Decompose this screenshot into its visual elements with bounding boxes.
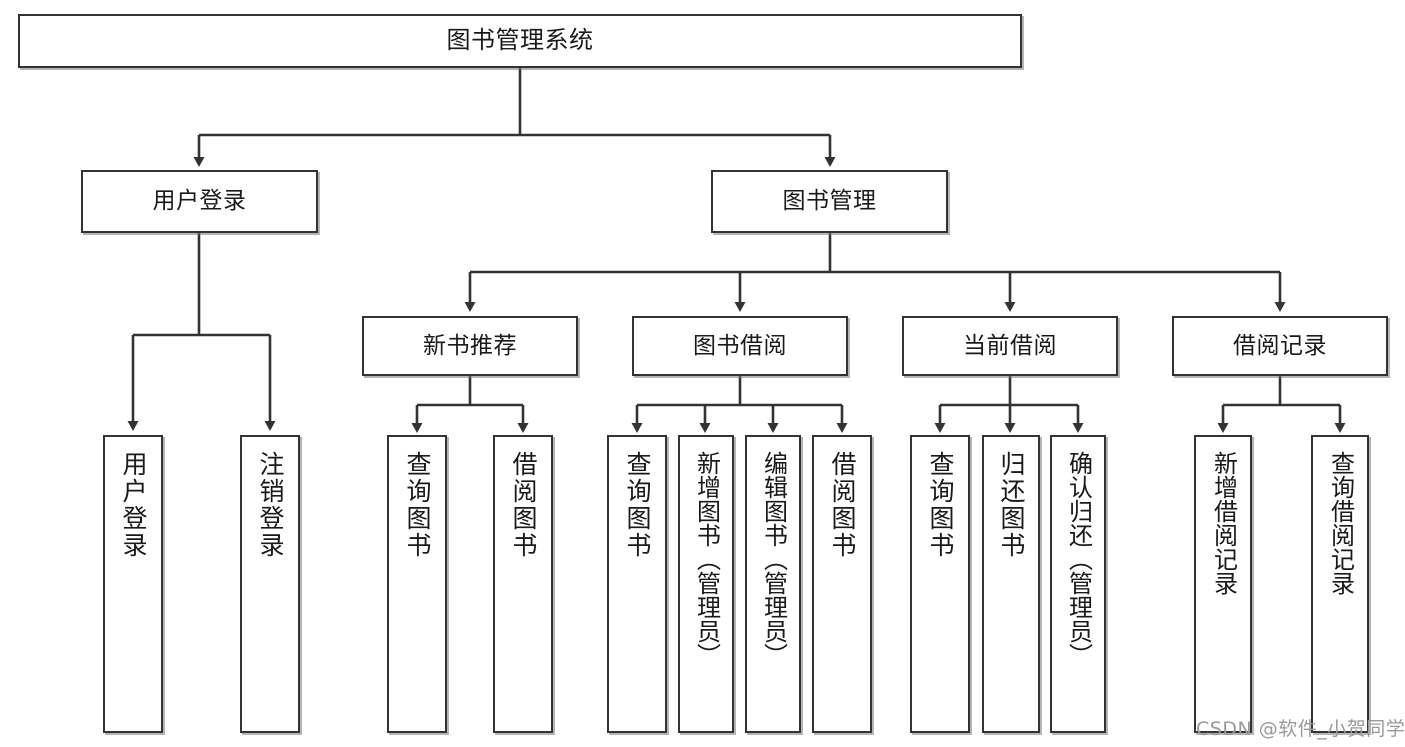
node-leaf-add-book-admin[interactable]: 新增图书（管理员） xyxy=(678,435,734,733)
node-borrow-record[interactable]: 借阅记录 xyxy=(1172,316,1388,376)
node-leaf-user-login[interactable]: 用户登录 xyxy=(103,435,163,733)
node-leaf-return-book[interactable]: 归还图书 xyxy=(982,435,1040,733)
node-label: 借阅记录 xyxy=(1233,332,1327,359)
node-label: 编辑图书（管理员） xyxy=(759,451,788,667)
node-new-book-recommend[interactable]: 新书推荐 xyxy=(362,316,578,376)
node-leaf-query-book-bb[interactable]: 查询图书 xyxy=(607,435,667,733)
node-label: 新增借阅记录 xyxy=(1209,451,1238,595)
node-label: 图书借阅 xyxy=(693,332,787,359)
node-book-management[interactable]: 图书管理 xyxy=(711,170,948,233)
node-label: 确认归还（管理员） xyxy=(1064,451,1093,667)
node-label: 查询图书 xyxy=(623,451,652,559)
node-book-borrow[interactable]: 图书借阅 xyxy=(632,316,848,376)
watermark-text: CSDN @软件_小贺同学 xyxy=(1196,718,1405,740)
node-leaf-logout[interactable]: 注销登录 xyxy=(240,435,300,733)
node-leaf-query-book-nb[interactable]: 查询图书 xyxy=(387,435,447,733)
node-label: 查询图书 xyxy=(403,451,432,559)
node-label: 用户登录 xyxy=(119,451,148,559)
node-label: 查询借阅记录 xyxy=(1326,451,1355,595)
node-label: 查询图书 xyxy=(926,451,955,559)
node-label: 图书管理系统 xyxy=(446,26,594,55)
node-label: 归还图书 xyxy=(997,451,1026,559)
node-label: 新书推荐 xyxy=(423,332,517,359)
node-label: 图书管理 xyxy=(782,188,877,215)
node-user-login[interactable]: 用户登录 xyxy=(81,170,318,233)
node-label: 借阅图书 xyxy=(828,451,857,559)
node-leaf-borrow-book-bb[interactable]: 借阅图书 xyxy=(812,435,872,733)
node-leaf-borrow-book-nb[interactable]: 借阅图书 xyxy=(493,435,553,733)
node-leaf-edit-book-admin[interactable]: 编辑图书（管理员） xyxy=(745,435,801,733)
node-leaf-query-borrow-record[interactable]: 查询借阅记录 xyxy=(1311,435,1369,733)
node-leaf-add-borrow-record[interactable]: 新增借阅记录 xyxy=(1194,435,1252,733)
node-label: 注销登录 xyxy=(256,451,285,559)
node-label: 当前借阅 xyxy=(963,332,1057,359)
node-leaf-query-book-cb[interactable]: 查询图书 xyxy=(910,435,970,733)
node-label: 用户登录 xyxy=(152,188,247,215)
node-leaf-confirm-return-admin[interactable]: 确认归还（管理员） xyxy=(1050,435,1106,733)
node-label: 新增图书（管理员） xyxy=(692,451,721,667)
node-label: 借阅图书 xyxy=(509,451,538,559)
node-current-borrow[interactable]: 当前借阅 xyxy=(902,316,1118,376)
node-root-book-management-system[interactable]: 图书管理系统 xyxy=(18,14,1022,68)
